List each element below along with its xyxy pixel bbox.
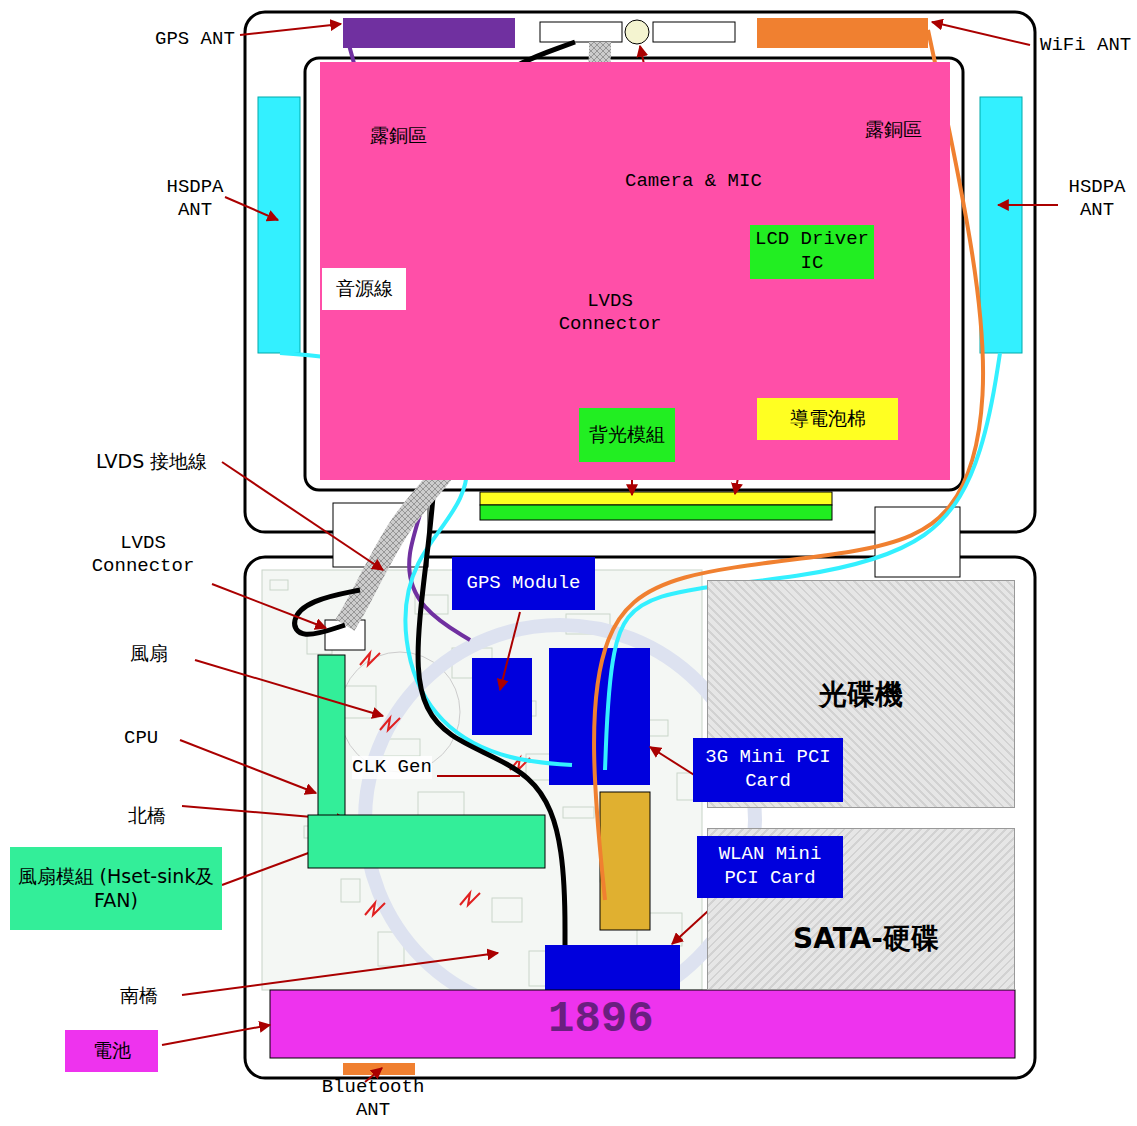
backlight-strip xyxy=(480,505,832,520)
node-label: 光碟機 xyxy=(819,677,903,712)
lvds-ground-wire xyxy=(295,590,360,634)
part-label: CLK Gen xyxy=(352,756,432,779)
node-label: SATA-硬碟 xyxy=(793,921,939,956)
backlight-module: 背光模組 xyxy=(579,408,675,462)
part-label: LVDS Connector xyxy=(88,532,198,578)
leader-line xyxy=(225,197,278,220)
part-label: WiFi ANT xyxy=(1040,34,1131,57)
node-label: 3G Mini PCI Card xyxy=(697,746,839,794)
leader-line xyxy=(240,24,341,35)
node-label: LCD Driver IC xyxy=(754,228,870,276)
node-label: 導電泡棉 xyxy=(790,407,866,431)
leader-line xyxy=(932,22,1030,45)
conductive-foam-strip xyxy=(480,492,832,505)
leader-line xyxy=(500,612,520,690)
part-label: LVDS 接地線 xyxy=(96,450,207,473)
part-label: Camera & MIC xyxy=(625,170,762,193)
node-label: 風扇模組 (Hset-sink及FAN) xyxy=(14,865,218,913)
watermark: 1896 xyxy=(548,993,654,1046)
gps-antenna xyxy=(343,18,515,48)
audio-cable-tag: 音源線 xyxy=(322,268,406,310)
lid-housing xyxy=(245,12,1035,532)
wlan-card-body xyxy=(545,945,680,992)
fan-module: 風扇模組 (Hset-sink及FAN) xyxy=(10,847,222,930)
battery-tag: 電池 xyxy=(65,1030,158,1072)
camera-lens xyxy=(625,20,649,44)
battery-pack xyxy=(270,990,1015,1058)
gps-chip xyxy=(472,658,532,735)
leader-line xyxy=(212,584,326,628)
node-label: 露銅區 xyxy=(370,124,427,148)
hsdpa-antenna xyxy=(258,97,300,353)
node-label: WLAN Mini PCI Card xyxy=(701,843,839,891)
part-label: Bluetooth ANT xyxy=(318,1076,428,1122)
node-label: 音源線 xyxy=(336,277,393,301)
part-label: HSDPA ANT xyxy=(160,176,230,222)
heatsink xyxy=(308,815,545,868)
part-label: HSDPA ANT xyxy=(1062,176,1132,222)
leader-line xyxy=(437,775,520,777)
mic-slot xyxy=(653,22,735,42)
memory-module xyxy=(600,792,650,930)
node-label: GPS Module xyxy=(466,572,580,596)
emi-marks xyxy=(360,653,530,915)
leader-line xyxy=(162,1025,270,1045)
node-label: 電池 xyxy=(93,1039,131,1063)
leader-line xyxy=(195,660,383,716)
node-label: 露銅區 xyxy=(865,118,922,142)
bluetooth-antenna xyxy=(343,1063,415,1075)
conductive-foam: 導電泡棉 xyxy=(757,398,898,440)
wlan-mini-pci-card: WLAN Mini PCI Card xyxy=(697,836,843,898)
wifi-antenna xyxy=(757,18,928,48)
part-label: CPU xyxy=(124,727,158,750)
part-label: 風扇 xyxy=(130,642,168,665)
leader-line xyxy=(180,740,316,793)
part-label: GPS ANT xyxy=(155,28,235,51)
leader-line xyxy=(998,204,1058,206)
part-label: 南橋 xyxy=(120,984,158,1007)
gps-module: GPS Module xyxy=(452,557,595,610)
3g-mini-pci-card: 3G Mini PCI Card xyxy=(693,738,843,802)
lcd-driver-ic: LCD Driver IC xyxy=(750,225,874,279)
base-housing xyxy=(245,557,1035,1078)
part-label: 北橋 xyxy=(128,804,166,827)
lcd-bezel xyxy=(305,58,963,490)
hsdpa-antenna xyxy=(980,97,1022,353)
leader-line xyxy=(182,953,498,995)
node-label: 背光模組 xyxy=(589,423,665,447)
cpu-heatpipe xyxy=(318,655,345,820)
part-label: LVDS Connector xyxy=(555,290,665,336)
mic-slot xyxy=(540,22,622,42)
